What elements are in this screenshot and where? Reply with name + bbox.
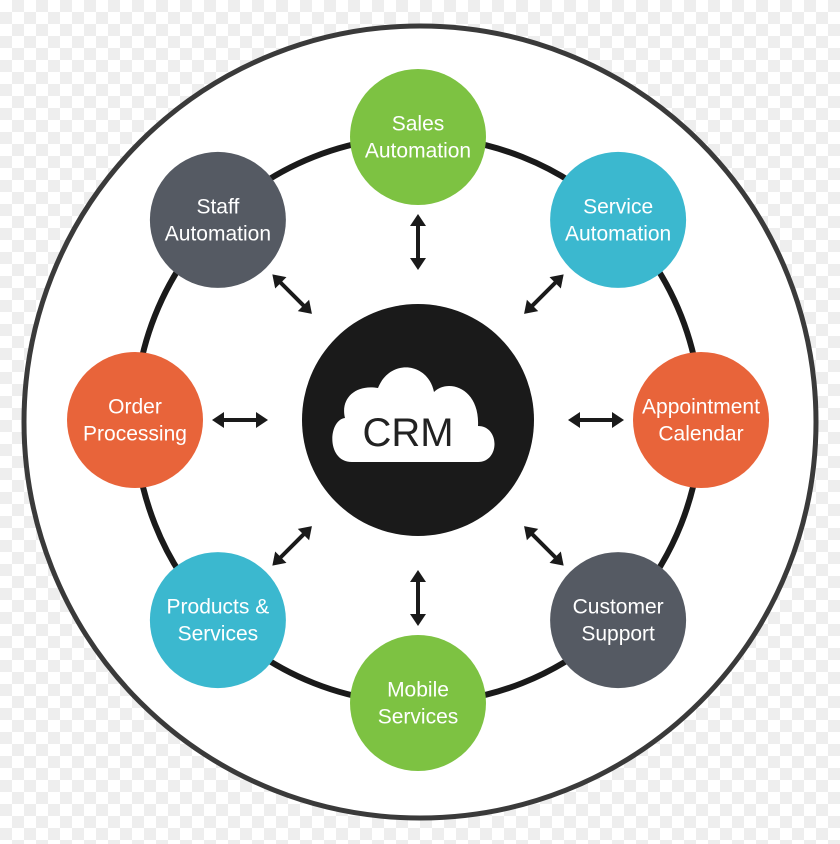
order-processing-label-line-2: Processing (83, 423, 187, 446)
mobile-services-label-line-1: Mobile (387, 679, 449, 702)
arrow-to-appointment-calendar (568, 412, 624, 428)
mobile-services-label-line-2: Services (378, 706, 459, 729)
cloud-icon (332, 367, 495, 462)
appointment-calendar-label-line-2: Calendar (658, 423, 743, 446)
crm-hub: CRM (302, 304, 534, 536)
order-processing-circle (67, 352, 203, 488)
customer-support-label-line-1: Customer (573, 596, 664, 619)
products-services-label-line-1: Products & (167, 596, 270, 619)
arrow-to-service-automation (524, 274, 564, 314)
arrow-to-staff-automation (272, 274, 312, 314)
order-processing-label-line-1: Order (108, 396, 162, 419)
appointment-calendar-circle (633, 352, 769, 488)
arrow-to-sales-automation (410, 214, 426, 270)
customer-support-label-line-2: Support (581, 623, 655, 646)
products-services-label-line-2: Services (178, 623, 259, 646)
nodes-group: SalesAutomationServiceAutomationAppointm… (67, 69, 769, 771)
arrow-to-order-processing (212, 412, 268, 428)
arrow-to-products-services (272, 526, 312, 566)
products-services-circle (149, 552, 286, 689)
sales-automation-label-line-1: Sales (392, 113, 445, 136)
arrow-to-customer-support (524, 526, 564, 566)
service-automation-label-line-1: Service (583, 195, 653, 218)
appointment-calendar-label-line-1: Appointment (642, 396, 760, 419)
staff-automation-label-line-1: Staff (196, 195, 239, 218)
sales-automation-label-line-2: Automation (365, 140, 471, 163)
products-services-node: Products & Services (149, 552, 286, 689)
staff-automation-circle (149, 151, 286, 288)
arrow-to-mobile-services (410, 570, 426, 626)
sales-automation-circle (350, 69, 486, 205)
hub-label: CRM (362, 411, 453, 455)
customer-support-circle (550, 552, 687, 689)
service-automation-circle (550, 151, 687, 288)
staff-automation-label-line-2: Automation (165, 222, 271, 245)
arrows-group (212, 214, 624, 626)
service-automation-label-line-2: Automation (565, 222, 671, 245)
mobile-services-circle (350, 635, 486, 771)
